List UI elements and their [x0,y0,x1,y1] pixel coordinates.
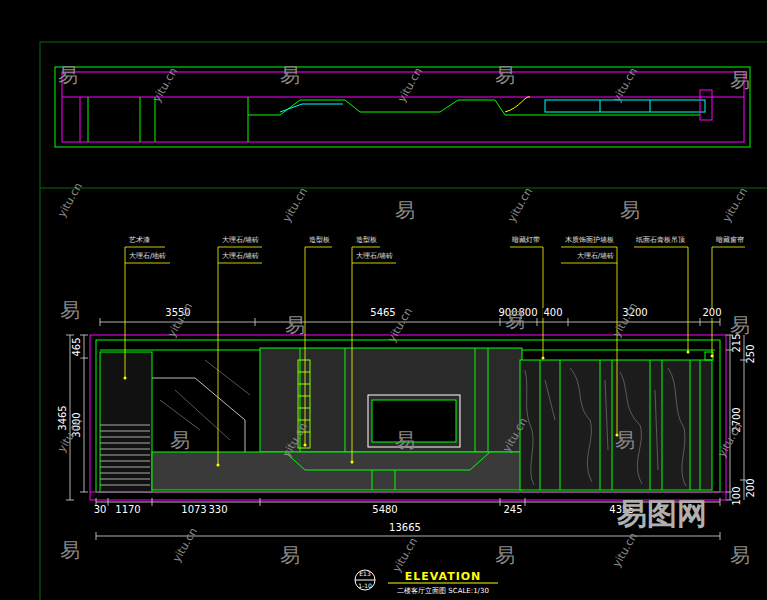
watermark: 易 [730,315,750,335]
callout-text: 暗藏灯带 [511,237,541,244]
dimension-text: 13665 [388,523,422,533]
watermark: 易 [395,200,415,220]
dimension-text: 200 [701,308,722,318]
dimension-text: 200 [746,477,756,498]
watermark: 易 [170,430,190,450]
callout-text: 暗藏窗帘 [715,237,745,244]
watermark: yitu.cn [56,181,84,219]
dimension-text: 245 [502,505,523,515]
dimension-text: 5480 [371,505,398,515]
callout-text: 大理石/墙砖 [355,253,394,260]
drawing-caption: 二楼客厅立面图 SCALE:1/30 [397,588,489,595]
dimension-text: 465 [72,336,82,357]
watermark: 易 [60,540,80,560]
callout-text: 大理石/墙砖 [221,253,260,260]
watermark: 易 [280,545,300,565]
drawing-title: ELEVATION [405,571,482,582]
watermark: 易 [495,545,515,565]
dimension-text: 1073 [180,505,207,515]
watermark: 易 [505,310,525,330]
watermark: 易 [730,545,750,565]
sheet-ref: 1-10 [358,583,372,589]
callout-text: 木质饰面护墙板 [564,237,615,244]
watermark: 易 [285,315,305,335]
watermark: 易 [495,65,515,85]
dimension-text: 30 [93,505,108,515]
watermark: yitu.cn [281,186,309,224]
watermark: 易 [395,430,415,450]
dimension-text: 400 [542,308,563,318]
callout-text: 大理石/墙砖 [221,237,260,244]
sheet-ref: E13 [359,571,370,577]
watermark: 易 [620,200,640,220]
dimension-text: 5465 [369,308,396,318]
watermark: 易 [60,300,80,320]
watermark: 易 [615,430,635,450]
callout-text: 纸面石膏板吊顶 [635,237,686,244]
dimension-text: 330 [207,505,228,515]
watermark: 易 [730,70,750,90]
watermark: yitu.cn [391,536,419,574]
watermark: 易 [280,65,300,85]
dimension-text: 1170 [114,505,141,515]
watermark: yitu.cn [611,531,639,569]
callout-text: 造型板 [308,237,331,244]
callout-text: 大理石/墙砖 [576,253,615,260]
watermark: yitu.cn [166,301,194,339]
watermark: yitu.cn [721,186,749,224]
dimension-text: 250 [746,343,756,364]
watermark: yitu.cn [171,526,199,564]
callout-text: 造型板 [355,237,378,244]
callout-text: 大理石/地砖 [128,253,167,260]
callout-text: 艺术漆 [128,237,151,244]
watermark: yitu.cn [506,186,534,224]
watermark: 易 [58,65,78,85]
dimension-text: 215 [732,332,742,353]
dimension-text: 100 [732,485,742,506]
watermark: yitu.cn [611,301,639,339]
watermark-logo: 易图网 [617,499,707,529]
